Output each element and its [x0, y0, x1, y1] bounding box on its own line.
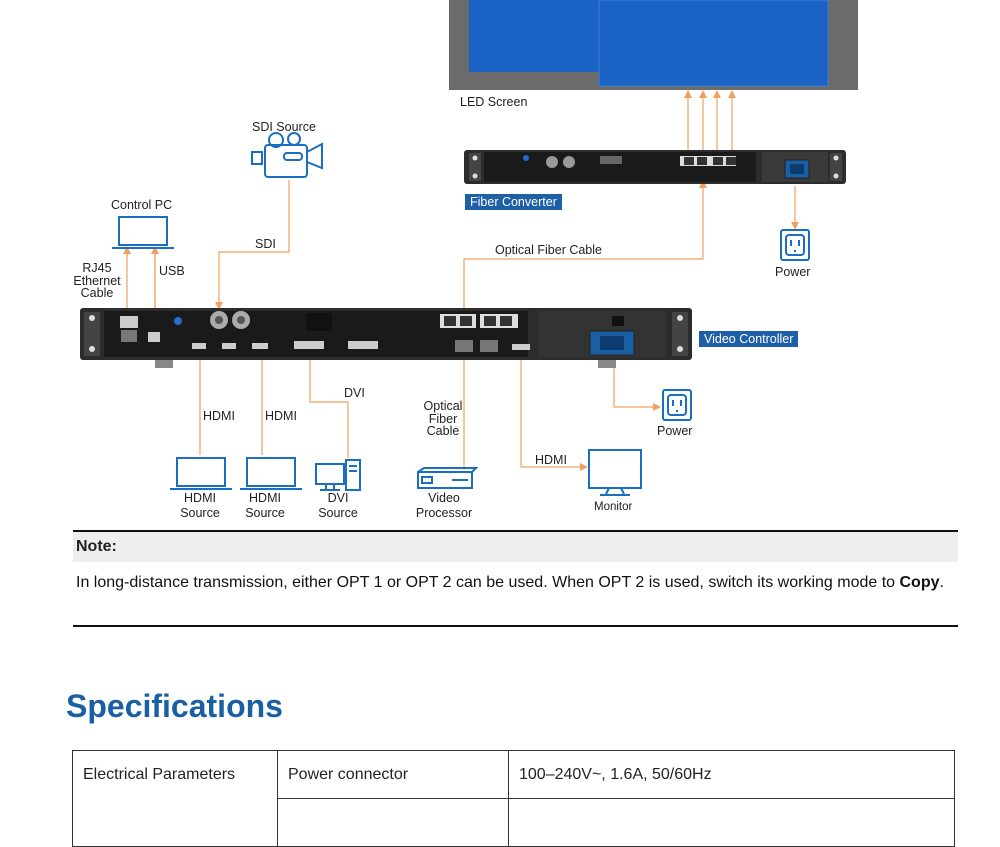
video-controller-label: Video Controller [699, 331, 799, 347]
hdmi-line: HDMI [249, 491, 281, 505]
dvi-cable-label: DVI [344, 386, 365, 400]
rj45-ethernet-cable-label: RJ45 Ethernet Cable [70, 262, 124, 300]
sdi-label: SDI [255, 237, 276, 251]
source-line: Source [318, 506, 358, 520]
cable-line: Cable [80, 286, 114, 300]
camera-icon [251, 132, 323, 178]
optical-line: Optical [423, 399, 463, 413]
table-cell [277, 798, 509, 847]
video-controller-graphic [80, 308, 692, 368]
table-row [72, 798, 955, 847]
power-label-bottom: Power [657, 424, 693, 438]
power-label-top: Power [775, 265, 811, 279]
monitor-icon [588, 449, 642, 496]
dvi-source-label: DVI Source [308, 491, 368, 521]
usb-label: USB [159, 264, 185, 278]
hdmi-source-label-2: HDMI Source [235, 491, 295, 521]
video-line: Video [428, 491, 460, 505]
note-text-bold: Copy [899, 574, 940, 591]
sdi-source-label: SDI Source [252, 120, 316, 134]
table-cell: 100–240V~, 1.6A, 50/60Hz [508, 750, 955, 799]
source-line: Source [180, 506, 220, 520]
note-text: In long-distance transmission, either OP… [73, 562, 958, 593]
hdmi-cable-label-2: HDMI [265, 409, 297, 423]
rj45-line: RJ45 [82, 261, 112, 275]
laptop-icon [112, 216, 174, 249]
table-row: Electrical Parameters Power connector 10… [72, 750, 955, 799]
power-outlet-icon [780, 229, 810, 261]
note-text-end: . [939, 574, 944, 591]
table-cell: Power connector [277, 750, 509, 799]
source-line: Source [245, 506, 285, 520]
hdmi-line: HDMI [184, 491, 216, 505]
monitor-label: Monitor [594, 501, 633, 513]
table-cell: Electrical Parameters [72, 750, 278, 799]
hdmi-source-laptop-icon [240, 457, 302, 490]
led-screen-graphic [449, 0, 858, 90]
ethernet-line: Ethernet [73, 273, 121, 288]
fiber-converter-label: Fiber Converter [465, 194, 562, 210]
control-pc-label: Control PC [111, 198, 173, 212]
connection-diagram [80, 0, 858, 496]
specifications-heading: Specifications [66, 688, 283, 724]
desktop-pc-icon [315, 459, 361, 491]
fiber-converter-graphic [464, 150, 846, 184]
hdmi-source-laptop-icon [170, 457, 232, 490]
dvi-line: DVI [327, 491, 349, 505]
processor-line: Processor [415, 506, 473, 520]
specifications-table: Electrical Parameters Power connector 10… [72, 750, 955, 847]
note-heading: Note: [73, 532, 958, 562]
hdmi-cable-label-1: HDMI [203, 409, 235, 423]
hdmi-monitor-cable-label: HDMI [535, 453, 567, 467]
optical-fiber-cable-label-bottom: Optical Fiber Cable [418, 400, 468, 438]
note-text-main: In long-distance transmission, either OP… [76, 574, 900, 591]
video-processor-icon [417, 467, 479, 489]
fiber-line: Fiber [428, 411, 458, 426]
cable-line: Cable [426, 424, 460, 438]
note-box: Note: In long-distance transmission, eit… [73, 530, 958, 627]
hdmi-source-label-1: HDMI Source [170, 491, 230, 521]
optical-fiber-cable-label: Optical Fiber Cable [495, 243, 602, 257]
led-screen-label: LED Screen [460, 95, 528, 109]
table-cell [72, 798, 278, 847]
table-cell [508, 798, 955, 847]
power-outlet-icon [662, 389, 692, 421]
video-processor-label: Video Processor [404, 491, 484, 521]
